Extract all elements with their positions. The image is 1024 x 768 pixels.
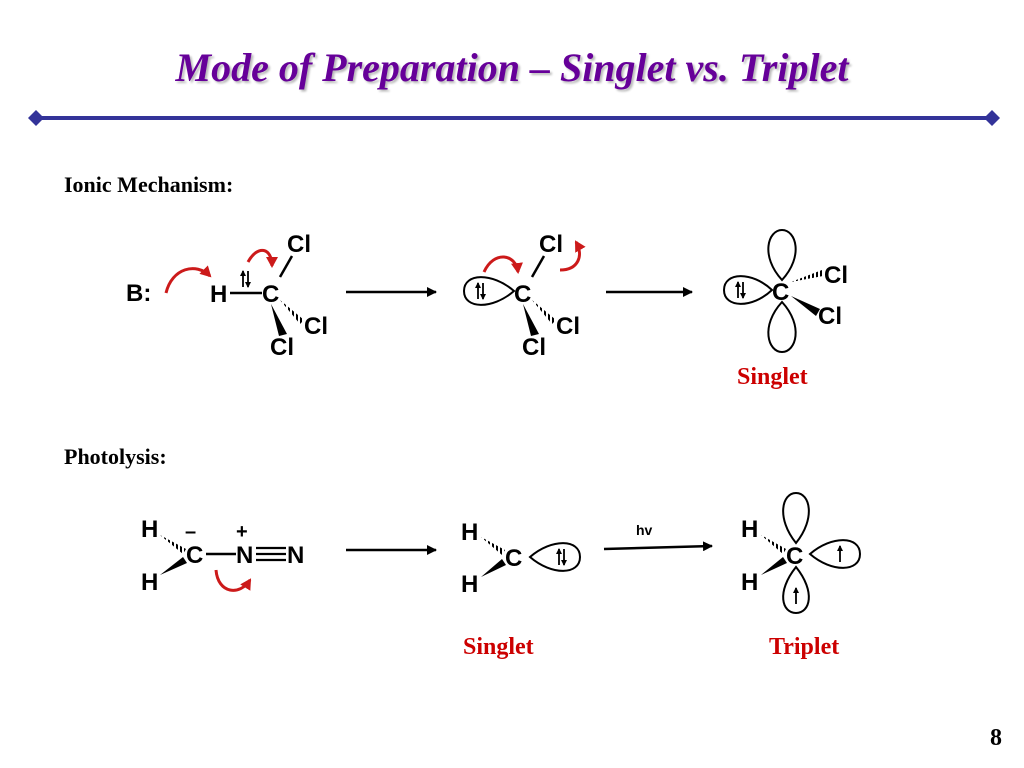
wedge-bond [160, 557, 187, 575]
p-orbital-top [782, 491, 810, 545]
triplet-methylene: H H C [741, 491, 862, 615]
hydrogen-top: H [461, 519, 478, 546]
chlorine-bottom: Cl [270, 334, 294, 361]
chlorine-right: Cl [304, 313, 328, 340]
chloroform-with-base: B: H C Cl Cl Cl [126, 231, 328, 361]
lone-pair-electrons-icon [735, 281, 746, 299]
dichlorocarbene-singlet: C Cl Cl [722, 228, 848, 354]
triplet-label: Triplet [769, 634, 839, 660]
carbon-atom: C [262, 281, 279, 308]
hashed-bond [280, 300, 304, 324]
hydrogen-top: H [741, 516, 758, 543]
sp2-orbital [722, 275, 774, 305]
lone-pair-orbital [462, 276, 516, 306]
curved-arrow-base [164, 265, 212, 294]
nitrogen-1: N [236, 542, 253, 569]
curved-arrow-cn [214, 569, 252, 592]
chlorine-top: Cl [287, 231, 311, 258]
c-cl-bond-top [530, 255, 546, 278]
wedge-bond [481, 559, 506, 577]
diazomethane: H H C – N + N [141, 516, 304, 596]
curved-arrow-leaving [559, 240, 586, 272]
nitrogen-2: N [287, 542, 304, 569]
hashed-bond [160, 535, 186, 554]
hashed-bond [761, 535, 786, 554]
triple-bond [256, 546, 286, 562]
p-orbital-top [767, 228, 797, 282]
chlorine-bottom: Cl [522, 334, 546, 361]
curved-arrow-lone-pair [482, 255, 523, 274]
single-electron-icon [793, 587, 799, 604]
trichloromethyl-anion: C Cl Cl Cl [462, 231, 586, 361]
single-electron-icon [837, 545, 843, 562]
wedge-bond [761, 557, 787, 575]
lone-pair-electrons-icon [475, 282, 486, 300]
carbon-atom: C [505, 545, 522, 572]
hydrogen-bottom: H [741, 569, 758, 596]
base-label: B: [126, 280, 151, 307]
carbon-atom: C [186, 542, 203, 569]
hydrogen-atom: H [210, 281, 227, 308]
divider-left-diamond [28, 110, 44, 126]
hv-reagent: hv [636, 522, 653, 538]
hashed-bond [791, 270, 823, 282]
hydrogen-bottom: H [141, 569, 158, 596]
carbon-atom: C [786, 543, 803, 570]
p-orbital-bottom [782, 565, 810, 615]
plus-charge: + [236, 521, 248, 543]
slide-title: Mode of Preparation – Singlet vs. Triple… [175, 45, 849, 90]
minus-charge: – [185, 521, 196, 543]
reaction-arrow-4 [603, 541, 713, 552]
singlet-label: Singlet [463, 634, 534, 660]
wedge-bond [271, 304, 287, 336]
chlorine-top: Cl [539, 231, 563, 258]
lone-pair-electrons-icon [556, 548, 567, 566]
singlet-label: Singlet [737, 364, 808, 390]
wedge-bond [791, 296, 820, 316]
p-orbital-bottom [767, 300, 797, 354]
photolysis-heading: Photolysis: [64, 444, 167, 469]
chlorine-right: Cl [556, 313, 580, 340]
hydrogen-bottom: H [461, 571, 478, 598]
c-cl-bond-top [278, 255, 294, 278]
chlorine-top: Cl [824, 262, 848, 289]
singlet-methylene: H H C [461, 519, 582, 598]
hydrogen-top: H [141, 516, 158, 543]
hashed-bond [481, 537, 505, 555]
hashed-bond [532, 300, 556, 324]
bond-electron-pair-icon [240, 270, 251, 288]
curved-arrow-bond [246, 249, 278, 268]
divider-right-diamond [984, 110, 1000, 126]
carbon-atom: C [514, 281, 531, 308]
carbon-atom: C [772, 279, 789, 306]
ionic-mechanism-heading: Ionic Mechanism: [64, 172, 234, 197]
sp2-orbital [808, 539, 862, 569]
wedge-bond [523, 304, 539, 336]
page-number: 8 [990, 725, 1002, 751]
chlorine-bottom: Cl [818, 303, 842, 330]
sp2-orbital [528, 542, 582, 572]
